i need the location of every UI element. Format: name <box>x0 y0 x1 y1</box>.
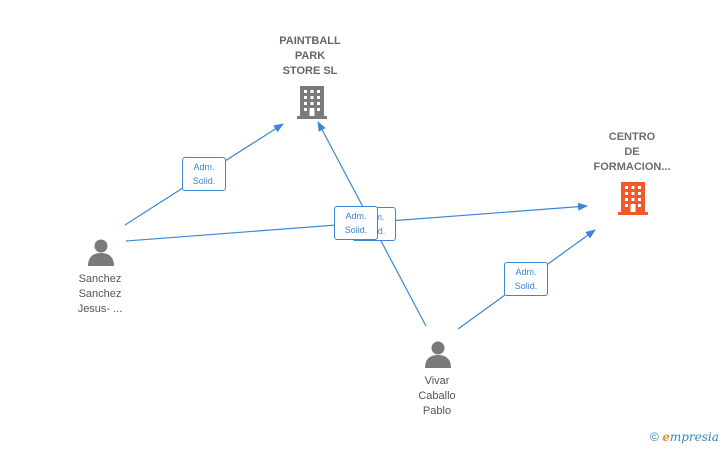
company-label-paintball[interactable]: PAINTBALL PARK STORE SL <box>279 35 341 77</box>
person-icon[interactable] <box>423 339 453 369</box>
edge-label-vivar-centro[interactable]: Adm. Solid. <box>504 262 548 296</box>
building-icon[interactable] <box>296 84 328 120</box>
edge-label-sanchez-paintball[interactable]: Adm. Solid. <box>182 157 226 191</box>
person-label-vivar[interactable]: Vivar Caballo Pablo <box>418 375 456 417</box>
empresia-watermark: © empresia <box>650 430 719 444</box>
person-icon[interactable] <box>86 237 116 267</box>
company-label-centro[interactable]: CENTRO DE FORMACION... <box>593 131 671 173</box>
person-label-sanchez[interactable]: Sanchez Sanchez Jesus- ... <box>77 273 123 315</box>
edge-label-sanchez-centro[interactable]: Adm. Solid. <box>334 206 378 240</box>
building-icon-highlight[interactable] <box>617 180 649 216</box>
copyright-symbol: © <box>650 430 659 444</box>
empresia-logo: empresia <box>662 430 719 444</box>
